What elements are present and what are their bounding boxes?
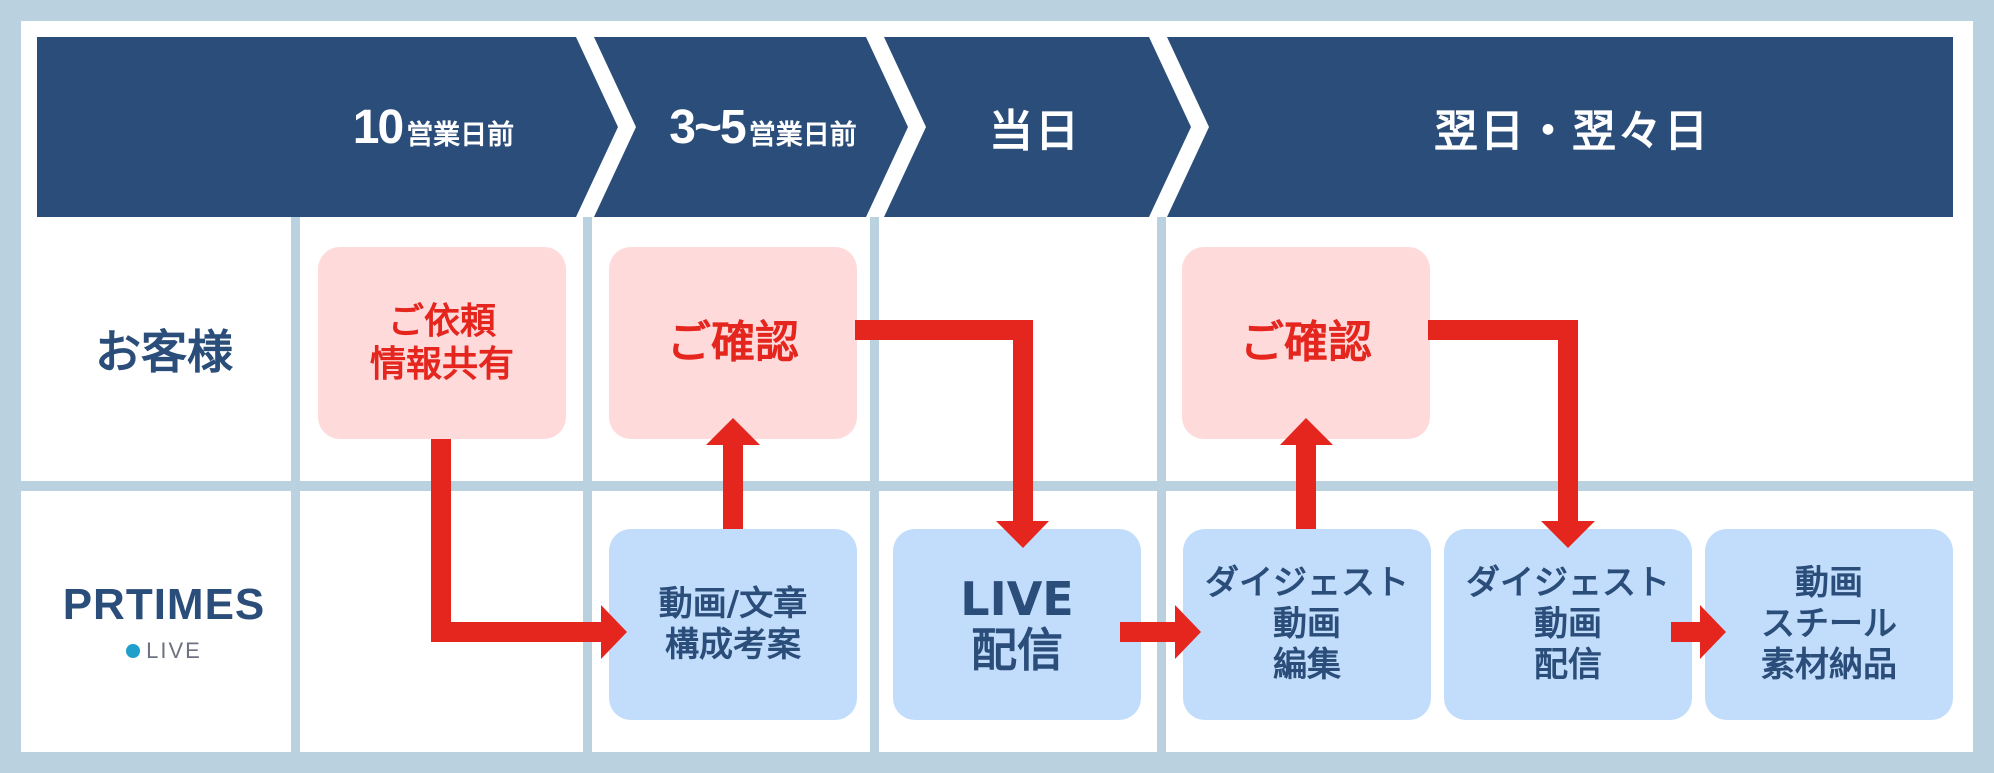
phase-label: 翌日・翌々日 — [1434, 106, 1710, 157]
phase-label: 当日 — [989, 106, 1081, 157]
arrow-live-to-digest-edit — [1120, 605, 1201, 659]
step-label: ご確認 — [1240, 316, 1372, 368]
phase-10-days-before: 10 営業日前 — [291, 37, 576, 217]
step-request-info-sharing: ご依頼 情報共有 — [318, 247, 566, 439]
chevron-2 — [866, 37, 926, 217]
step-confirmation-2: ご確認 — [1182, 247, 1430, 439]
timeline-header — [37, 37, 1953, 217]
chevron-1 — [576, 37, 636, 217]
phase-unit: 営業日前 — [406, 119, 515, 151]
step-label: ご依頼 情報共有 — [369, 300, 514, 385]
live-sub-text: LIVE — [146, 637, 202, 663]
client-label-text: お客様 — [95, 325, 233, 379]
arrow-confirm2-to-digest-deliver — [1428, 320, 1595, 548]
step-label: 動画/文章 構成考案 — [658, 583, 808, 665]
step-label: 動画 スチール 素材納品 — [1761, 563, 1897, 685]
chevron-3 — [1149, 37, 1209, 217]
phase-number: 10 — [352, 100, 404, 154]
step-digest-deliver: ダイジェスト 動画 配信 — [1444, 529, 1692, 720]
step-label: ダイジェスト 動画 編集 — [1205, 563, 1409, 685]
step-digest-edit: ダイジェスト 動画 編集 — [1183, 529, 1431, 720]
phase-unit: 営業日前 — [748, 119, 857, 151]
step-label: LIVE 配信 — [960, 571, 1074, 677]
step-live-stream: LIVE 配信 — [893, 529, 1141, 720]
phase-next-days: 翌日・翌々日 — [1191, 37, 1953, 217]
arrow-plan-to-confirm1 — [706, 418, 760, 529]
row-divider — [21, 481, 1973, 491]
step-confirmation-1: ご確認 — [609, 247, 857, 439]
phase-chevrons — [576, 37, 1209, 217]
phase-number: 3~5 — [669, 100, 746, 154]
step-plan-composition: 動画/文章 構成考案 — [609, 529, 857, 720]
arrow-digest-deliver-to-materials — [1671, 605, 1726, 659]
arrow-digest-edit-to-confirm2 — [1280, 418, 1333, 529]
arrow-confirm1-to-live — [855, 320, 1049, 548]
prtimes-logo: PRTIMES — [62, 579, 266, 629]
row-label-prtimes: PRTIMES LIVE — [37, 491, 291, 752]
step-materials-delivery: 動画 スチール 素材納品 — [1705, 529, 1953, 720]
phase-3-5-days-before: 3~5 営業日前 — [618, 37, 908, 217]
step-label: ご確認 — [667, 316, 799, 368]
step-label: ダイジェスト 動画 配信 — [1466, 563, 1670, 685]
prtimes-live-sub: LIVE — [126, 638, 202, 664]
phase-same-day: 当日 — [905, 37, 1165, 217]
live-dot-icon — [126, 643, 141, 658]
row-label-client: お客様 — [37, 217, 291, 481]
arrow-request-to-plan — [431, 439, 627, 659]
